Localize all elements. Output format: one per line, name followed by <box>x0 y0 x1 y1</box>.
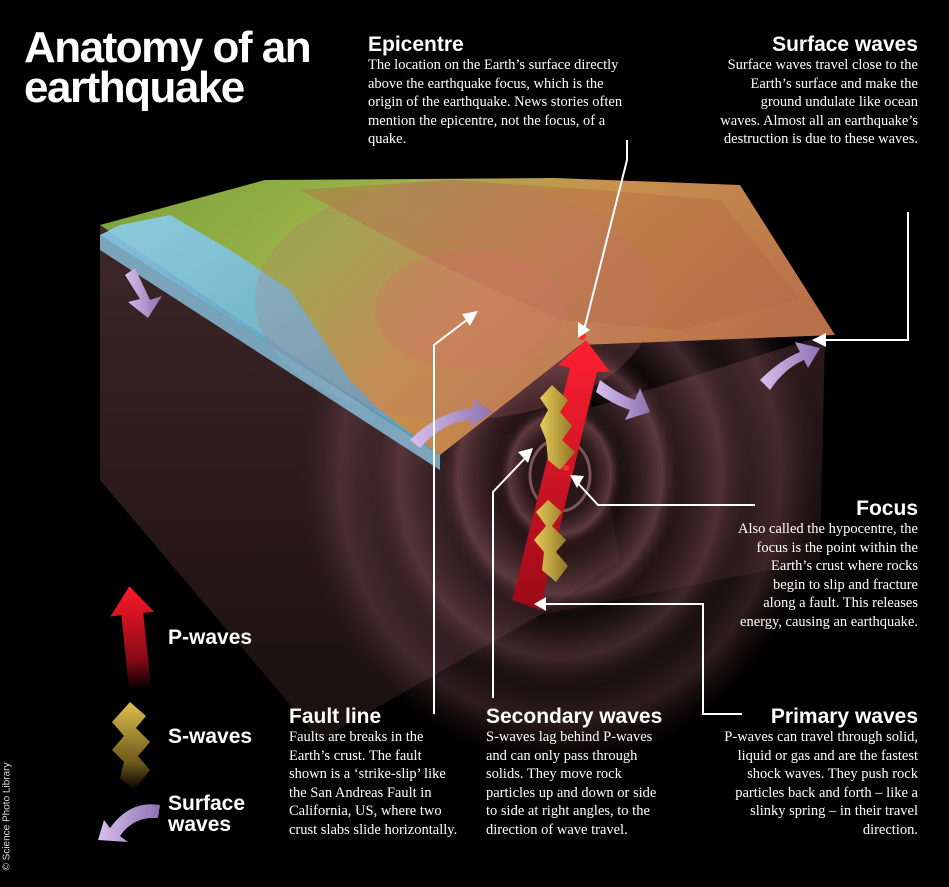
surface-wave-ring-top <box>255 180 655 420</box>
primary-waves-text: P-waves can travel through solid, liquid… <box>724 729 918 838</box>
mountain-ridge <box>300 180 800 330</box>
focus-heading: Focus <box>856 497 918 520</box>
fault-line-heading: Fault line <box>289 705 382 728</box>
epicentre-heading: Epicentre <box>368 33 464 56</box>
legend-surface-wave-icon <box>98 804 160 842</box>
surface-waves-callout: Surface waves Surface waves travel close… <box>720 34 918 149</box>
legend-s-wave-label: S-waves <box>168 725 253 748</box>
s-wave-arrows <box>534 385 575 582</box>
focus-text: Also called the hypocentre, the focus is… <box>738 521 918 630</box>
surface-waves-text: Surface waves travel close to the Earth’… <box>720 57 918 147</box>
secondary-waves-heading: Secondary waves <box>486 705 663 728</box>
primary-waves-callout: Primary waves P-waves can travel through… <box>718 706 918 839</box>
focus-callout: Focus Also called the hypocentre, the fo… <box>738 498 918 631</box>
sea-side-face <box>100 235 440 470</box>
secondary-waves-callout: Secondary waves S-waves lag behind P-wav… <box>486 706 686 839</box>
focus-point <box>563 465 569 471</box>
epicentre-text: The location on the Earth’s surface dire… <box>368 57 623 147</box>
callout-arrowheads <box>462 311 826 611</box>
sea <box>100 215 440 455</box>
legend-p-wave-label: P-waves <box>168 626 253 649</box>
fault-line-text: Faults are breaks in the Earth’s crust. … <box>289 729 458 838</box>
primary-waves-heading: Primary waves <box>770 705 918 728</box>
legend-p-wave-icon <box>110 586 155 691</box>
legend-s-wave-icon <box>112 702 150 790</box>
surface-waves-heading: Surface waves <box>772 33 918 56</box>
surface-wave-arrows <box>125 268 820 448</box>
callout-lines <box>433 140 909 715</box>
fault-line-callout: Fault line Faults are breaks in the Eart… <box>289 706 469 839</box>
secondary-waves-text: S-waves lag behind P-waves and can only … <box>486 729 657 838</box>
photo-credit: © Science Photo Library <box>1 762 13 871</box>
page-title: Anatomy of an earthquake <box>24 23 312 112</box>
epicentre-callout: Epicentre The location on the Earth’s su… <box>368 34 658 149</box>
legend-surface-wave-label: Surface waves <box>168 792 246 836</box>
